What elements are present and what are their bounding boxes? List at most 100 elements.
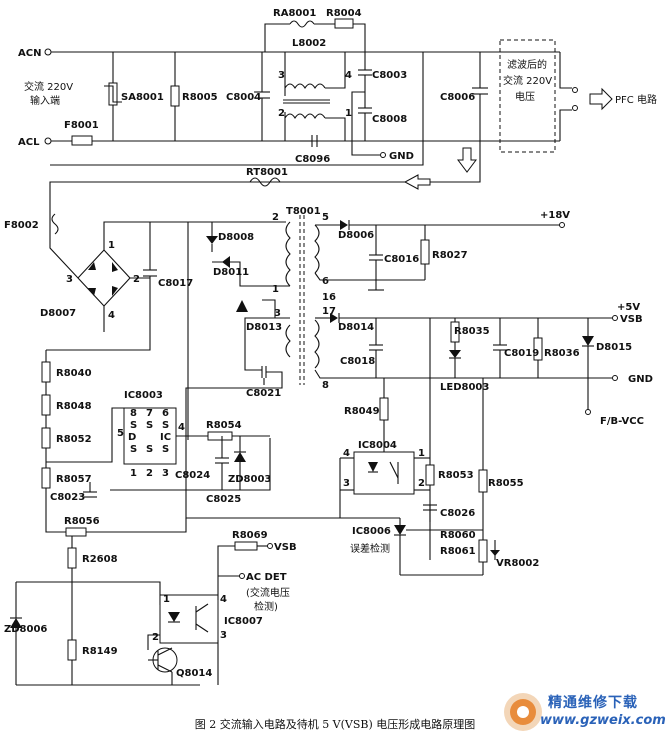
- pin-ic3-s5: S: [146, 444, 153, 455]
- label-c8096: C8096: [295, 154, 330, 165]
- label-r8040: R8040: [56, 368, 92, 379]
- label-r8052: R8052: [56, 434, 92, 445]
- pin-t-3: 3: [274, 308, 281, 319]
- ac-det-note-2: 检测): [254, 600, 278, 613]
- label-r8056: R8056: [64, 516, 100, 527]
- pin-ic7-3: 3: [220, 630, 227, 641]
- filtered-note-1: 滤波后的: [507, 58, 547, 71]
- pfc-note: PFC 电路: [615, 93, 657, 106]
- label-r8049: R8049: [344, 406, 380, 417]
- pin-t-16: 16: [322, 292, 336, 303]
- filtered-note-3: 电压: [515, 90, 535, 103]
- label-ic8007: IC8007: [224, 616, 263, 627]
- pin-t-8: 8: [322, 380, 329, 391]
- terminal-gnd-right: GND: [628, 374, 653, 385]
- terminal-vsb-bottom: VSB: [274, 542, 297, 553]
- label-d8007: D8007: [40, 308, 76, 319]
- pin-t-1: 1: [272, 284, 279, 295]
- pin-ic3-s6: S: [162, 444, 169, 455]
- pin-ic7-2: 2: [152, 632, 159, 643]
- label-c8021: C8021: [246, 388, 281, 399]
- pin-ic3-7: 7: [146, 408, 153, 419]
- pin-l-4: 4: [345, 70, 352, 81]
- label-d8015: D8015: [596, 342, 632, 353]
- label-f8002: F8002: [4, 220, 39, 231]
- label-d8013: D8013: [246, 322, 282, 333]
- pin-br-1: 1: [108, 240, 115, 251]
- pin-ic3-d: D: [128, 432, 136, 443]
- label-rt8001: RT8001: [246, 167, 288, 178]
- control-section: [41, 222, 400, 519]
- label-r8036: R8036: [544, 348, 580, 359]
- watermark-logo-icon: [504, 693, 542, 731]
- label-r8054: R8054: [206, 420, 242, 431]
- label-r8048: R8048: [56, 401, 92, 412]
- label-ic8004: IC8004: [358, 440, 397, 451]
- label-c8016: C8016: [384, 254, 419, 265]
- label-c8025: C8025: [206, 494, 241, 505]
- filtered-note-2: 交流 220V: [503, 74, 552, 87]
- label-c8026: C8026: [440, 508, 475, 519]
- pin-ic3-1: 1: [130, 468, 137, 479]
- label-c8019: C8019: [504, 348, 539, 359]
- error-detect-section: [339, 378, 500, 576]
- rectifier-section: [49, 210, 286, 332]
- label-f8001: F8001: [64, 120, 99, 131]
- pin-br-2: 2: [133, 274, 140, 285]
- pin-ic3-s1: S: [130, 420, 137, 431]
- label-r8004: R8004: [326, 8, 362, 19]
- pin-t-5: 5: [322, 212, 329, 223]
- pin-ic4-4: 4: [343, 448, 350, 459]
- label-led8003: LED8003: [440, 382, 489, 393]
- label-r8069: R8069: [232, 530, 268, 541]
- error-detect-note: 误差检测: [350, 542, 390, 555]
- pin-ic7-4: 4: [220, 594, 227, 605]
- label-c8024: C8024: [175, 470, 210, 481]
- label-r8149: R8149: [82, 646, 118, 657]
- ac-input-note-2: 输入端: [30, 94, 60, 107]
- label-d8011: D8011: [213, 267, 249, 278]
- label-c8023: C8023: [50, 492, 85, 503]
- terminal-ac-det: AC DET: [246, 572, 287, 583]
- terminal-acn: ACN: [18, 48, 41, 59]
- terminal-acl: ACL: [18, 137, 40, 148]
- label-q8014: Q8014: [176, 668, 212, 679]
- terminal-vsb: VSB: [620, 314, 643, 325]
- transformer-t8001: [185, 215, 618, 492]
- pin-t-2: 2: [272, 212, 279, 223]
- pin-ic3-8: 8: [130, 408, 137, 419]
- label-c8018: C8018: [340, 356, 375, 367]
- pin-ic3-3: 3: [162, 468, 169, 479]
- terminal-18v: +18V: [540, 210, 570, 221]
- pin-ic4-1: 1: [418, 448, 425, 459]
- label-r2608: R2608: [82, 554, 118, 565]
- label-d8014: D8014: [338, 322, 374, 333]
- label-d8006: D8006: [338, 230, 374, 241]
- pin-t-17: 17: [322, 306, 336, 317]
- label-r8061: R8061: [440, 546, 476, 557]
- label-r8053: R8053: [438, 470, 474, 481]
- pin-ic3-4: 4: [178, 422, 185, 433]
- label-zd8006: ZD8006: [4, 624, 47, 635]
- pin-ic3-6: 6: [162, 408, 169, 419]
- pin-ic3-ic: IC: [160, 432, 171, 443]
- label-d8008: D8008: [218, 232, 254, 243]
- ac-detect-section: [10, 508, 273, 686]
- label-r8035: R8035: [454, 326, 490, 337]
- label-c8008: C8008: [372, 114, 407, 125]
- label-r8027: R8027: [432, 250, 468, 261]
- terminal-5v: +5V: [617, 302, 640, 313]
- ac-det-note-1: (交流电压: [246, 586, 290, 599]
- pin-ic3-s3: S: [162, 420, 169, 431]
- pin-ic4-3: 3: [343, 478, 350, 489]
- label-r8057: R8057: [56, 474, 92, 485]
- pin-br-3: 3: [66, 274, 73, 285]
- pin-br-4: 4: [108, 310, 115, 321]
- watermark-title: 精通维修下载: [548, 695, 638, 711]
- figure-caption: 图 2 交流输入电路及待机 5 V(VSB) 电压形成电路原理图: [194, 718, 476, 731]
- schematic-labels: ACN ACL 交流 220V 输入端 F8001 SA8001 R8005 C…: [4, 8, 657, 679]
- label-ic8006: IC8006: [352, 526, 391, 537]
- pin-l-2: 2: [278, 108, 285, 119]
